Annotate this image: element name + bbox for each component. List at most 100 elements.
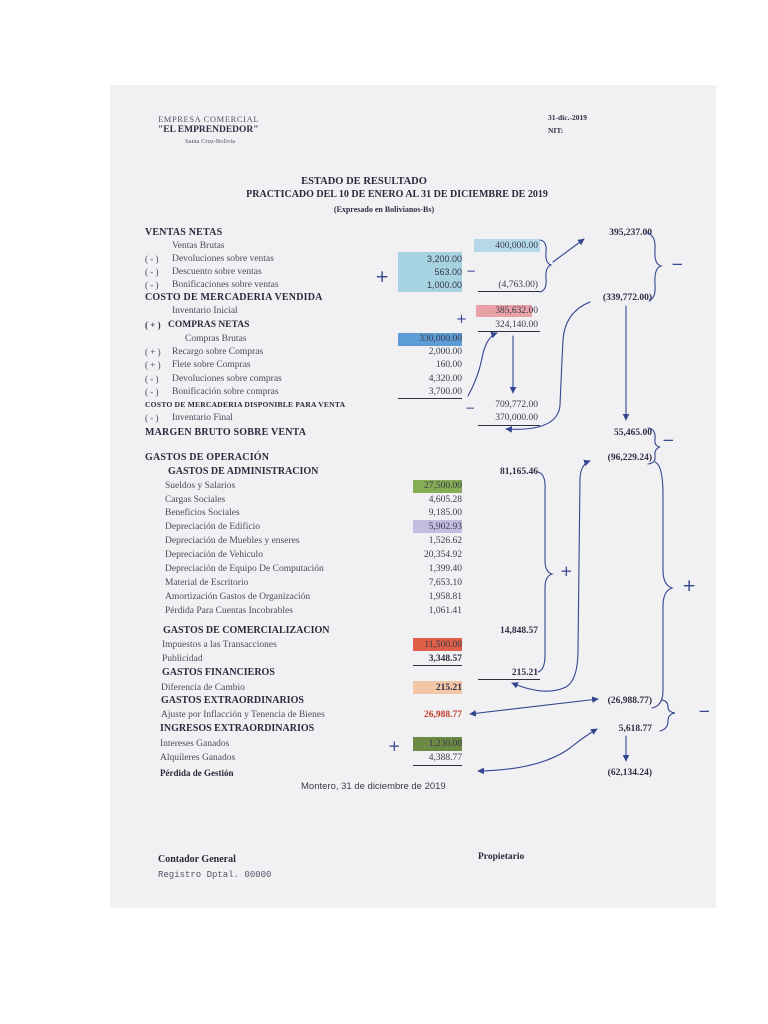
row-total: (26,988.77) — [607, 696, 652, 706]
row-label: Depreciación de Muebles y enseres — [165, 536, 300, 546]
row-subtotal: 385,632.00 — [495, 306, 538, 316]
row-amount: 4,605.28 — [428, 495, 462, 505]
row-label: GASTOS DE OPERACIÓN — [145, 452, 270, 463]
handwritten-minus-mark: − — [698, 702, 711, 720]
row-compras-brutas: Compras Brutas 330,000.00 — [0, 333, 768, 345]
signature-owner: Propietario — [478, 852, 525, 862]
row-amount: 1,399.40 — [428, 564, 462, 574]
row-amount: 4,320.00 — [428, 374, 462, 384]
row-amount: 9,185.00 — [428, 508, 462, 518]
row-label: Devoluciones sobre ventas — [172, 254, 274, 264]
row-amount: 5,902.93 — [428, 522, 462, 532]
row-label: Cargas Sociales — [165, 495, 226, 505]
row-label: Amortización Gastos de Organización — [165, 592, 311, 602]
underline-compras-items — [398, 398, 462, 399]
row-label: INGRESOS EXTRAORDINARIOS — [160, 723, 315, 734]
row-label: Flete sobre Compras — [172, 360, 251, 370]
highlight-intereses — [413, 737, 462, 751]
row-label: GASTOS FINANCIEROS — [162, 667, 275, 678]
row-sign: ( + ) — [145, 320, 161, 330]
row-gastos-extraordinarios: GASTOS EXTRAORDINARIOS (26,988.77) — [0, 695, 768, 707]
highlight-impuestos — [413, 638, 462, 651]
handwritten-minus-mark: − — [466, 264, 477, 278]
row-gastos-comercializacion: GASTOS DE COMERCIALIZACION 14,848.57 — [0, 625, 768, 637]
row-label: COSTO DE MERCADERIA VENDIDA — [145, 292, 323, 303]
place-date: Montero, 31 de diciembre de 2019 — [301, 781, 446, 792]
row-label: Bonificaciones sobre ventas — [172, 280, 279, 290]
row-label: GASTOS DE ADMINISTRACION — [168, 466, 319, 477]
row-total: (96,229.24) — [607, 453, 652, 463]
underline-gastos-financieros — [478, 679, 540, 680]
row-subtotal: (4,763.00) — [498, 280, 538, 290]
row-amount: 4,388.77 — [428, 753, 462, 763]
row-sign: ( - ) — [145, 267, 159, 277]
row-label: Pérdida Para Cuentas Incobrables — [165, 606, 293, 616]
highlight-sueldos — [413, 480, 462, 493]
row-amount: 330,000.00 — [419, 334, 462, 344]
row-sign: ( - ) — [145, 374, 159, 384]
row-subtotal: 709,772.00 — [495, 400, 538, 410]
row-inventario-inicial: Inventario Inicial 385,632.00 — [0, 305, 768, 317]
row-margen-bruto: MARGEN BRUTO SOBRE VENTA 55,465.00 — [0, 427, 768, 439]
row-devoluciones-ventas: ( - ) Devoluciones sobre ventas 3,200.00 — [0, 253, 768, 265]
signature-accountant: Contador General — [158, 854, 236, 865]
row-ajuste-inflacion: Ajuste por Inflacción y Tenencia de Bien… — [0, 709, 768, 721]
row-sign: ( + ) — [145, 360, 161, 370]
page-title: ESTADO DE RESULTADO — [301, 176, 427, 187]
row-label: Sueldos y Salarios — [165, 481, 236, 491]
row-label: Depreciación de Equipo De Computación — [165, 564, 324, 574]
row-label: Alquileres Ganados — [160, 753, 236, 763]
row-depreciacion-equipo: Depreciación de Equipo De Computación 1,… — [0, 563, 768, 575]
statement-date: 31-dic.-2019 — [548, 113, 587, 122]
row-label: Bonificación sobre compras — [172, 387, 279, 397]
row-descuento-ventas: ( - ) Descuento sobre ventas 563.00 — [0, 266, 768, 278]
row-amount: 1,958.81 — [428, 592, 462, 602]
handwritten-plus-mark: + — [560, 562, 573, 580]
row-total: 55,465.00 — [614, 428, 652, 438]
currency-note: (Expresado en Bolivianos-Bs) — [333, 205, 435, 214]
row-amount: 7,653.10 — [428, 578, 462, 588]
row-amount: 27,500.00 — [424, 481, 462, 491]
row-label: GASTOS EXTRAORDINARIOS — [161, 695, 304, 706]
row-label: Recargo sobre Compras — [172, 347, 264, 357]
underline-inventario-final — [478, 425, 540, 426]
company-name: "EL EMPRENDEDOR" — [158, 125, 259, 135]
row-bonificacion-compras: ( - ) Bonificación sobre compras 3,700.0… — [0, 386, 768, 398]
row-amount: 3,200.00 — [426, 254, 462, 264]
row-label: Pérdida de Gestión — [160, 768, 234, 778]
row-label: Inventario Final — [172, 413, 233, 423]
row-depreciacion-edificio: Depreciación de Edificio 5,902.93 — [0, 521, 768, 533]
row-label: MARGEN BRUTO SOBRE VENTA — [145, 427, 307, 438]
row-total: 5,618.77 — [618, 724, 652, 734]
highlight-depreciacion-edificio — [413, 520, 462, 533]
row-depreciacion-muebles: Depreciación de Muebles y enseres 1,526.… — [0, 535, 768, 547]
row-perdida-gestion: Pérdida de Gestión (62,134.24) — [0, 767, 768, 779]
company-type: EMPRESA COMERCIAL — [158, 114, 260, 124]
row-amount: 3,348.57 — [428, 654, 462, 664]
handwritten-minus-mark: − — [671, 255, 684, 273]
row-devoluciones-compras: ( - ) Devoluciones sobre compras 4,320.0… — [0, 373, 768, 385]
row-label: Ventas Brutas — [172, 241, 225, 251]
row-total: 395,237.00 — [609, 228, 652, 238]
row-inventario-final: ( - ) Inventario Final 370,000.00 — [0, 412, 768, 424]
document-sheet — [110, 85, 716, 908]
row-cargas-sociales: Cargas Sociales 4,605.28 — [0, 494, 768, 506]
row-amount: 3,700.00 — [428, 387, 462, 397]
underline-ventas-deductions — [478, 291, 540, 292]
row-sign: ( + ) — [145, 347, 161, 357]
row-subtotal: 370,000.00 — [495, 413, 538, 423]
row-compras-netas: ( + ) COMPRAS NETAS 324,140.00 — [0, 319, 768, 331]
row-label: GASTOS DE COMERCIALIZACION — [163, 625, 330, 636]
highlight-ventas-deductions — [398, 252, 462, 292]
handwritten-plus-mark: + — [388, 737, 401, 755]
row-amount: 215.21 — [435, 683, 462, 693]
row-subtotal: 215.21 — [511, 668, 538, 678]
row-label: Intereses Ganados — [160, 739, 230, 749]
row-amount: 1,526.62 — [428, 536, 462, 546]
row-amount: 1,230.00 — [428, 739, 462, 749]
row-label: Material de Escritorio — [165, 578, 249, 588]
highlight-ventas-brutas — [474, 239, 540, 252]
row-intereses-ganados: Intereses Ganados 1,230.00 — [0, 738, 768, 750]
row-gastos-administracion: GASTOS DE ADMINISTRACION 81,165.46 — [0, 466, 768, 478]
row-gastos-financieros: GASTOS FINANCIEROS 215.21 — [0, 667, 768, 679]
